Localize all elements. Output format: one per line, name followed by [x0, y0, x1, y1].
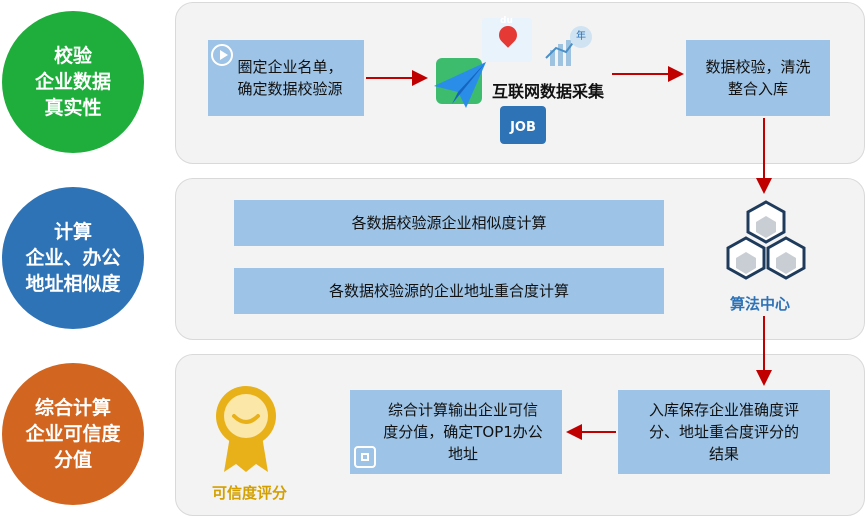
collection-label: 互联网数据采集: [492, 82, 605, 101]
output-credibility-text: 综合计算输出企业可信 度分值，确定TOP1办公 地址: [383, 401, 543, 463]
store-scores: 入库保存企业准确度评 分、地址重合度评分的 结果: [618, 390, 830, 474]
calc-address-overlap: 各数据校验源的企业地址重合度计算: [234, 268, 664, 314]
checkbox-icon: [354, 446, 376, 468]
section-circle-verify: 校验 企业数据 真实性: [2, 11, 144, 153]
section-title-credibility: 综合计算 企业可信度 分值: [25, 397, 121, 471]
section-circle-credibility: 综合计算 企业可信度 分值: [2, 363, 144, 505]
job-icon-text: JOB: [510, 120, 536, 135]
calc-address-overlap-text: 各数据校验源的企业地址重合度计算: [328, 282, 569, 300]
cubes-icon: [726, 200, 806, 280]
step-clean-store-text: 数据校验，清洗 整合入库: [705, 58, 811, 98]
algo-center-label: 算法中心: [730, 295, 791, 313]
play-icon: [211, 44, 233, 66]
section-title-verify: 校验 企业数据 真实性: [34, 45, 111, 119]
credibility-score-label: 可信度评分: [212, 484, 288, 502]
output-credibility: 综合计算输出企业可信 度分值，确定TOP1办公 地址: [350, 390, 562, 474]
map-pin-card-icon: [482, 18, 532, 62]
calendar-year-icon: 年: [570, 26, 592, 48]
calc-company-similarity-text: 各数据校验源企业相似度计算: [351, 214, 547, 232]
calc-company-similarity: 各数据校验源企业相似度计算: [234, 200, 664, 246]
store-scores-text: 入库保存企业准确度评 分、地址重合度评分的 结果: [648, 401, 799, 463]
job-icon: JOB: [500, 106, 546, 144]
du-badge: du: [500, 16, 513, 26]
section-title-similarity: 计算 企业、办公 地址相似度: [25, 221, 121, 295]
section-circle-similarity: 计算 企业、办公 地址相似度: [2, 187, 144, 329]
step-clean-store: 数据校验，清洗 整合入库: [686, 40, 830, 116]
medal-icon: [216, 386, 276, 472]
step-select-companies-text: 圈定企业名单， 确定数据校验源: [237, 58, 343, 98]
paper-plane-icon: [434, 62, 486, 108]
step-select-companies: 圈定企业名单， 确定数据校验源: [208, 40, 364, 116]
